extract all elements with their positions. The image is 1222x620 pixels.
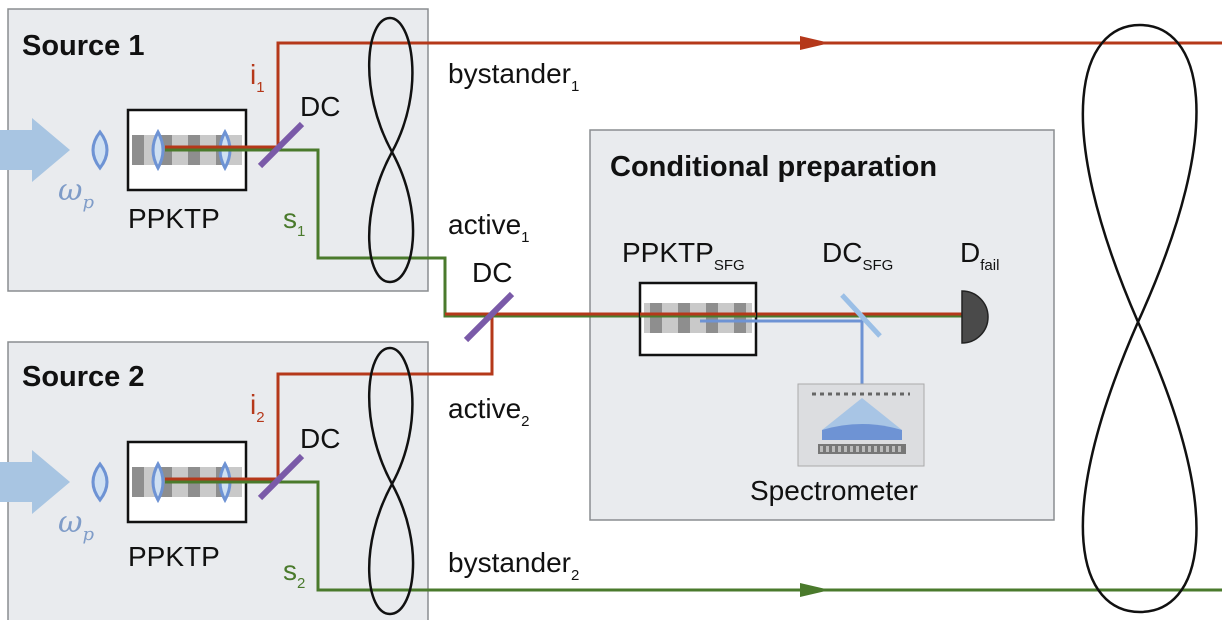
dc2-label: DC <box>300 423 340 454</box>
idler2-label: i2 <box>250 389 265 426</box>
signal2-label: s2 <box>283 555 305 592</box>
bystander2-label: bystander2 <box>448 547 579 584</box>
spectrometer-label: Spectrometer <box>750 475 918 506</box>
idler1-label: i1 <box>250 59 265 96</box>
central-dichroic <box>463 291 515 343</box>
loop-source2 <box>367 346 415 616</box>
spectrometer-icon <box>797 383 925 467</box>
ppktp-sfg-crystal <box>638 281 758 357</box>
pump-arrow-1 <box>0 118 70 182</box>
pump-lens-2 <box>91 461 109 503</box>
pump2-label: ωp <box>58 505 94 545</box>
signal-arrow-2 <box>800 583 830 597</box>
idler-beam-1 <box>165 41 1222 149</box>
dc-sfg-label: DCSFG <box>822 237 893 274</box>
pump-arrow-2 <box>0 450 70 514</box>
bystander1-label: bystander1 <box>448 58 579 95</box>
crystal1-label: PPKTP <box>128 203 220 234</box>
dc1-label: DC <box>300 91 340 122</box>
dichroic-1 <box>257 121 305 169</box>
active1-label: active1 <box>448 209 530 246</box>
dichroic-2 <box>257 453 305 501</box>
source1-title: Source 1 <box>22 30 145 62</box>
source2-title: Source 2 <box>22 361 145 393</box>
central-dc-label: DC <box>472 257 512 288</box>
idler-beam-2 <box>165 316 494 481</box>
active2-label: active2 <box>448 393 530 430</box>
dc-sfg-mirror <box>840 293 882 338</box>
pump-lens-1 <box>91 129 109 171</box>
crystal2-label: PPKTP <box>128 541 220 572</box>
pump1-label: ωp <box>58 173 94 213</box>
detector-label: Dfail <box>960 237 999 274</box>
loop-global <box>1081 23 1198 614</box>
signal1-label: s1 <box>283 203 305 240</box>
loop-source1 <box>367 16 415 284</box>
idler-arrow-1 <box>800 36 830 50</box>
signal-beam-2 <box>165 480 1222 592</box>
sfg-beam <box>700 319 864 388</box>
sfg-crystal-label: PPKTPSFG <box>622 237 745 274</box>
prep-title: Conditional preparation <box>610 151 937 183</box>
signal-beam-1 <box>165 148 968 318</box>
detector-icon <box>961 290 989 344</box>
